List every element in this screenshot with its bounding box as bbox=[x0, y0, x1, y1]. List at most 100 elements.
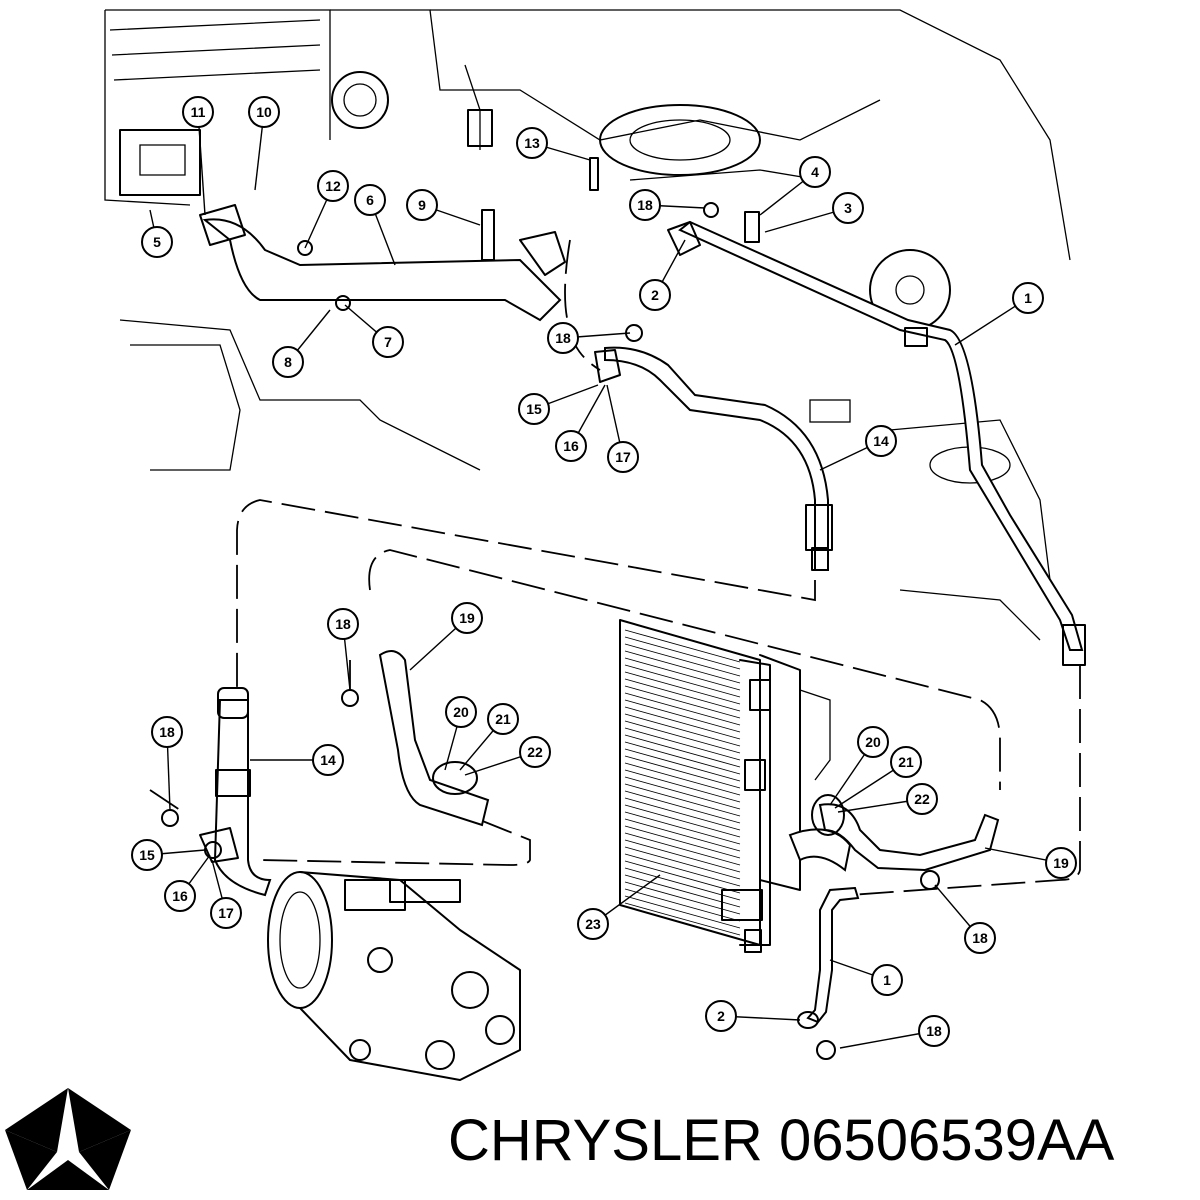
condenser-fin bbox=[624, 636, 741, 670]
condenser-fin bbox=[624, 650, 741, 684]
callout-21: 21 bbox=[459, 703, 519, 771]
callout-18: 18 bbox=[839, 1015, 950, 1049]
condenser-fin bbox=[624, 797, 741, 831]
callout-18: 18 bbox=[547, 322, 631, 354]
callout-ring bbox=[639, 279, 671, 311]
upper-hose-assembly bbox=[199, 64, 1086, 666]
callout-leader bbox=[197, 111, 206, 216]
condenser-fin bbox=[624, 692, 741, 726]
condenser-fin bbox=[624, 783, 741, 817]
condenser-fin bbox=[624, 860, 741, 894]
callout-number: 16 bbox=[563, 438, 579, 454]
brand-name: CHRYSLER bbox=[448, 1108, 763, 1173]
callout-1: 1 bbox=[954, 282, 1044, 346]
callout-20: 20 bbox=[444, 696, 477, 771]
callout-number: 18 bbox=[335, 616, 351, 632]
callout-ring bbox=[832, 192, 864, 224]
callout-2: 2 bbox=[639, 239, 686, 311]
condenser-fin bbox=[624, 734, 741, 768]
callout-22: 22 bbox=[837, 783, 938, 815]
callout-number: 17 bbox=[218, 905, 234, 921]
callout-ring bbox=[516, 127, 548, 159]
callout-ring bbox=[1045, 847, 1077, 879]
callout-number: 13 bbox=[524, 135, 540, 151]
condenser-fin bbox=[624, 832, 741, 866]
callout-ring bbox=[451, 602, 483, 634]
condenser-fin bbox=[624, 699, 741, 733]
callout-18: 18 bbox=[629, 189, 706, 221]
callout-number: 19 bbox=[1053, 855, 1069, 871]
condenser-fin bbox=[624, 713, 741, 747]
callout-6: 6 bbox=[354, 184, 396, 266]
callout-11: 11 bbox=[182, 96, 214, 216]
callout-number: 21 bbox=[898, 754, 914, 770]
callout-ring bbox=[317, 170, 349, 202]
callout-ring bbox=[327, 608, 359, 640]
condenser-fin bbox=[624, 895, 741, 929]
pentastar-icon bbox=[5, 1088, 131, 1190]
callout-15: 15 bbox=[131, 839, 206, 871]
callout-ring bbox=[406, 189, 438, 221]
callout-number: 21 bbox=[495, 711, 511, 727]
condenser-fin bbox=[624, 839, 741, 873]
callout-number: 14 bbox=[320, 752, 336, 768]
callout-23: 23 bbox=[577, 874, 661, 940]
callout-ring bbox=[312, 744, 344, 776]
condenser-fin bbox=[624, 762, 741, 796]
callout-ring bbox=[519, 736, 551, 768]
callout-21: 21 bbox=[834, 746, 922, 809]
callout-ring bbox=[857, 726, 889, 758]
condenser-fin bbox=[624, 874, 741, 908]
callout-ring bbox=[555, 430, 587, 462]
callout-ring bbox=[487, 703, 519, 735]
callout-ring bbox=[151, 716, 183, 748]
callout-ring bbox=[1012, 282, 1044, 314]
callout-13: 13 bbox=[516, 127, 591, 161]
callout-4: 4 bbox=[759, 156, 831, 216]
condenser-fin bbox=[624, 727, 741, 761]
callout-18: 18 bbox=[327, 608, 359, 691]
callout-number: 9 bbox=[418, 197, 426, 213]
callout-ring bbox=[871, 964, 903, 996]
callout-number: 17 bbox=[615, 449, 631, 465]
lower-liquid-line-1 bbox=[797, 886, 860, 1029]
callout-ring bbox=[607, 441, 639, 473]
condenser-fin bbox=[624, 706, 741, 740]
callout-ring bbox=[906, 783, 938, 815]
callout-number: 18 bbox=[555, 330, 571, 346]
callout-ring bbox=[964, 922, 996, 954]
callout-number: 8 bbox=[284, 354, 292, 370]
condenser-fin bbox=[624, 671, 741, 705]
callout-ring bbox=[547, 322, 579, 354]
callout-number: 22 bbox=[914, 791, 930, 807]
callout-ring bbox=[629, 189, 661, 221]
callout-20: 20 bbox=[829, 726, 889, 806]
lower-hose-14 bbox=[199, 687, 272, 897]
callout-16: 16 bbox=[555, 384, 606, 462]
callout-number: 11 bbox=[191, 104, 206, 120]
condenser-fin bbox=[624, 685, 741, 719]
callout-ring bbox=[354, 184, 386, 216]
condenser-fin bbox=[624, 678, 741, 712]
callout-number: 18 bbox=[926, 1023, 942, 1039]
callout-ring bbox=[248, 96, 280, 128]
callout-ring bbox=[272, 346, 304, 378]
condenser-fin bbox=[624, 853, 741, 887]
callout-ring bbox=[182, 96, 214, 128]
ac-compressor bbox=[267, 871, 521, 1081]
callout-1: 1 bbox=[829, 959, 903, 996]
callout-ring bbox=[164, 880, 196, 912]
callout-number: 18 bbox=[159, 724, 175, 740]
callout-16: 16 bbox=[164, 854, 211, 912]
callout-number: 18 bbox=[637, 197, 653, 213]
condenser-fin bbox=[624, 657, 741, 691]
condenser-fin bbox=[624, 720, 741, 754]
condenser-fin bbox=[624, 664, 741, 698]
callout-ring bbox=[445, 696, 477, 728]
callout-number: 2 bbox=[717, 1008, 725, 1024]
callout-22: 22 bbox=[464, 736, 551, 776]
callout-8: 8 bbox=[272, 309, 331, 378]
callout-number: 23 bbox=[585, 916, 601, 932]
callout-18: 18 bbox=[934, 884, 996, 954]
